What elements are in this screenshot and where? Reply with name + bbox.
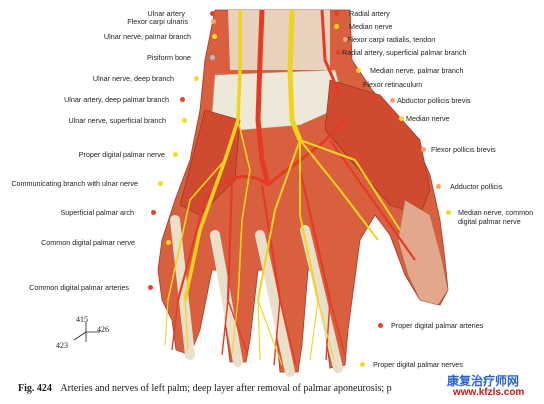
label-ulnar-nerve-deep-branch: Ulnar nerve, deep branch xyxy=(92,74,174,83)
marker-flexor-pollicis-brevis xyxy=(421,147,426,152)
orientation-arrows xyxy=(73,322,100,342)
marker-ulnar-nerve-palmar-branch xyxy=(212,34,217,39)
marker-pisiform-bone xyxy=(210,55,215,60)
marker-ulnar-nerve-superficial-branch xyxy=(182,118,187,123)
median-nerve-path xyxy=(287,9,303,141)
label-radial-artery: Radial artery xyxy=(349,9,390,18)
label-radial-artery-superficial-palmar-branch: Radial artery, superficial palmar branch xyxy=(342,48,467,57)
label-ulnar-artery: Ulnar artery xyxy=(147,9,185,18)
marker-median-nerve-top xyxy=(334,24,339,29)
marker-flexor-carpi-ulnaris xyxy=(211,19,216,24)
orientation-bottom: 423 xyxy=(56,341,68,350)
label-ulnar-nerve-superficial-branch: Ulnar nerve, superficial branch xyxy=(68,116,166,125)
label-median-nerve-mid: Median nerve xyxy=(406,114,450,123)
marker-abductor-pollicis-brevis xyxy=(390,98,395,103)
label-median-nerve-top: Median nerve xyxy=(349,22,393,31)
figure-caption: Fig. 424 Arteries and nerves of left pal… xyxy=(18,383,392,394)
proper-digital-nerves-path xyxy=(164,299,335,366)
marker-superficial-palmar-arch xyxy=(151,210,156,215)
marker-median-nerve-common-digital xyxy=(446,210,451,215)
label-common-digital-palmar-arteries: Common digital palmar arteries xyxy=(29,283,129,292)
orientation-top: 415 xyxy=(76,315,88,324)
watermark-url: www.kfzls.com xyxy=(453,387,525,398)
marker-common-digital-palmar-nerve xyxy=(166,240,171,245)
marker-median-nerve-palmar-branch xyxy=(356,68,361,73)
ulnar-artery-path xyxy=(255,9,271,186)
label-communicating-branch: Communicating branch with ulnar nerve xyxy=(11,179,138,188)
watermark-chinese: 康复治疗师网 xyxy=(447,374,520,388)
label-common-digital-palmar-nerve: Common digital palmar nerve xyxy=(41,238,135,247)
label-superficial-palmar-arch: Superficial palmar arch xyxy=(60,208,134,217)
label-pisiform-bone: Pisiform bone xyxy=(147,53,191,62)
marker-flexor-carpi-radialis-tendon xyxy=(343,37,348,42)
marker-ulnar-nerve-deep-branch xyxy=(194,76,199,81)
label-proper-digital-palmar-arteries: Proper digital palmar arteries xyxy=(391,321,484,330)
label-proper-digital-palmar-nerve: Proper digital palmar nerve xyxy=(78,150,165,159)
marker-radial-artery xyxy=(334,11,339,16)
marker-radial-artery-superficial-palmar-branch xyxy=(336,50,341,55)
marker-ulnar-artery-deep-palmar-branch xyxy=(180,97,185,102)
digital-arteries-path xyxy=(176,139,416,301)
proper-digital-arteries-path xyxy=(171,299,346,366)
label-proper-digital-palmar-nerves: Proper digital palmar nerves xyxy=(373,360,463,369)
label-abductor-pollicis-brevis: Abductor pollicis brevis xyxy=(397,96,471,105)
ulnar-branches-path xyxy=(167,119,251,301)
caption-text: Arteries and nerves of left palm; deep l… xyxy=(60,383,392,394)
marker-proper-digital-palmar-nerve xyxy=(173,152,178,157)
marker-ulnar-artery xyxy=(210,11,215,16)
label-median-nerve-palmar-branch: Median nerve, palmar branch xyxy=(370,66,464,75)
label-ulnar-artery-deep-palmar-branch: Ulnar artery, deep palmar branch xyxy=(64,95,169,104)
thumb xyxy=(397,199,449,306)
marker-common-digital-palmar-arteries xyxy=(148,285,153,290)
marker-median-nerve-mid xyxy=(399,116,404,121)
orientation-right: 426 xyxy=(97,325,109,334)
marker-proper-digital-palmar-arteries xyxy=(378,323,383,328)
label-flexor-pollicis-brevis: Flexor pollicis brevis xyxy=(431,145,496,154)
label-median-nerve-common-digital: Median nerve, common digital palmar nerv… xyxy=(458,208,534,226)
label-flexor-carpi-ulnaris: Flexor carpi ulnaris xyxy=(127,17,188,26)
marker-proper-digital-palmar-nerves xyxy=(360,362,365,367)
figure-number: Fig. 424 xyxy=(18,383,52,394)
label-flexor-carpi-radialis-tendon: Flexor carpi radialis, tendon xyxy=(347,35,436,44)
marker-adductor-pollicis xyxy=(436,184,441,189)
superficial-arch-path xyxy=(203,119,347,201)
label-adductor-pollicis: Adductor pollicis xyxy=(450,182,503,191)
forearm-tendons xyxy=(228,10,330,70)
label-ulnar-nerve-palmar-branch: Ulnar nerve, palmar branch xyxy=(103,32,191,41)
radial-artery-path xyxy=(320,9,342,96)
marker-communicating-branch xyxy=(158,181,163,186)
median-branches-path xyxy=(257,139,401,301)
ulnar-nerve-path xyxy=(183,10,242,301)
label-flexor-retinaculum: Flexor retinaculum xyxy=(363,80,423,89)
